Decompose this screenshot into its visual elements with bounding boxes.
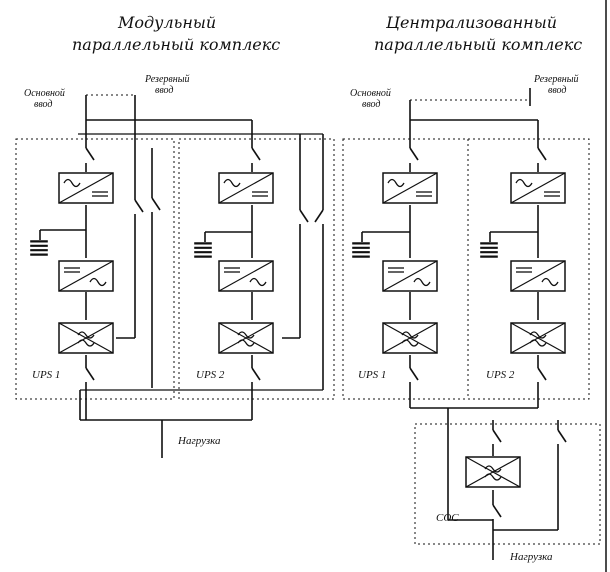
left-ups2-box	[178, 138, 335, 400]
right-ups2-label: UPS 2	[486, 369, 515, 381]
right-ups1-inverter	[382, 260, 438, 292]
right-reserve-input-label: Резервный	[534, 74, 579, 85]
left-reserve-input-label2: ввод	[155, 85, 174, 96]
left-ups1-battery-icon	[29, 240, 49, 256]
right-ups2-static-switch	[510, 322, 566, 354]
left-ups1-rectifier	[58, 172, 114, 204]
left-title-line2: параллельный комплекс	[72, 35, 281, 54]
right-ups1-battery-icon	[351, 242, 371, 258]
left-ups1-label: UPS 1	[32, 369, 61, 381]
left-ups1-box	[15, 138, 175, 400]
right-main-input-label: Основной	[350, 88, 391, 99]
left-ups2-battery-icon	[193, 242, 213, 258]
left-main-input-label2: ввод	[34, 99, 53, 110]
right-ups2-battery-icon	[479, 242, 499, 258]
left-load-label: Нагрузка	[178, 435, 221, 447]
left-title-line1: Модульный	[118, 13, 217, 32]
right-soc-box	[414, 423, 601, 545]
right-outer-box	[342, 138, 590, 400]
left-ups1-inverter	[58, 260, 114, 292]
right-title-line2: параллельный комплекс	[374, 35, 583, 54]
left-ups2-rectifier	[218, 172, 274, 204]
right-reserve-input-label2: ввод	[548, 85, 567, 96]
left-ups1-static-switch	[58, 322, 114, 354]
right-main-input-label2: ввод	[362, 99, 381, 110]
right-ups1-static-switch	[382, 322, 438, 354]
left-ups2-static-switch	[218, 322, 274, 354]
right-ups1-rectifier	[382, 172, 438, 204]
left-reserve-input-label: Резервный	[145, 74, 190, 85]
right-load-label: Нагрузка	[510, 551, 553, 563]
right-complex	[342, 88, 601, 560]
right-title-line1: Централизованный	[386, 13, 558, 32]
left-main-input-label: Основной	[24, 88, 65, 99]
right-ups1-label: UPS 1	[358, 369, 387, 381]
right-ups2-inverter	[510, 260, 566, 292]
left-complex	[15, 94, 335, 458]
right-ups2-rectifier	[510, 172, 566, 204]
right-soc-static-switch	[465, 456, 521, 488]
left-ups2-label: UPS 2	[196, 369, 225, 381]
left-ups2-inverter	[218, 260, 274, 292]
right-soc-label: СОС	[436, 512, 459, 524]
